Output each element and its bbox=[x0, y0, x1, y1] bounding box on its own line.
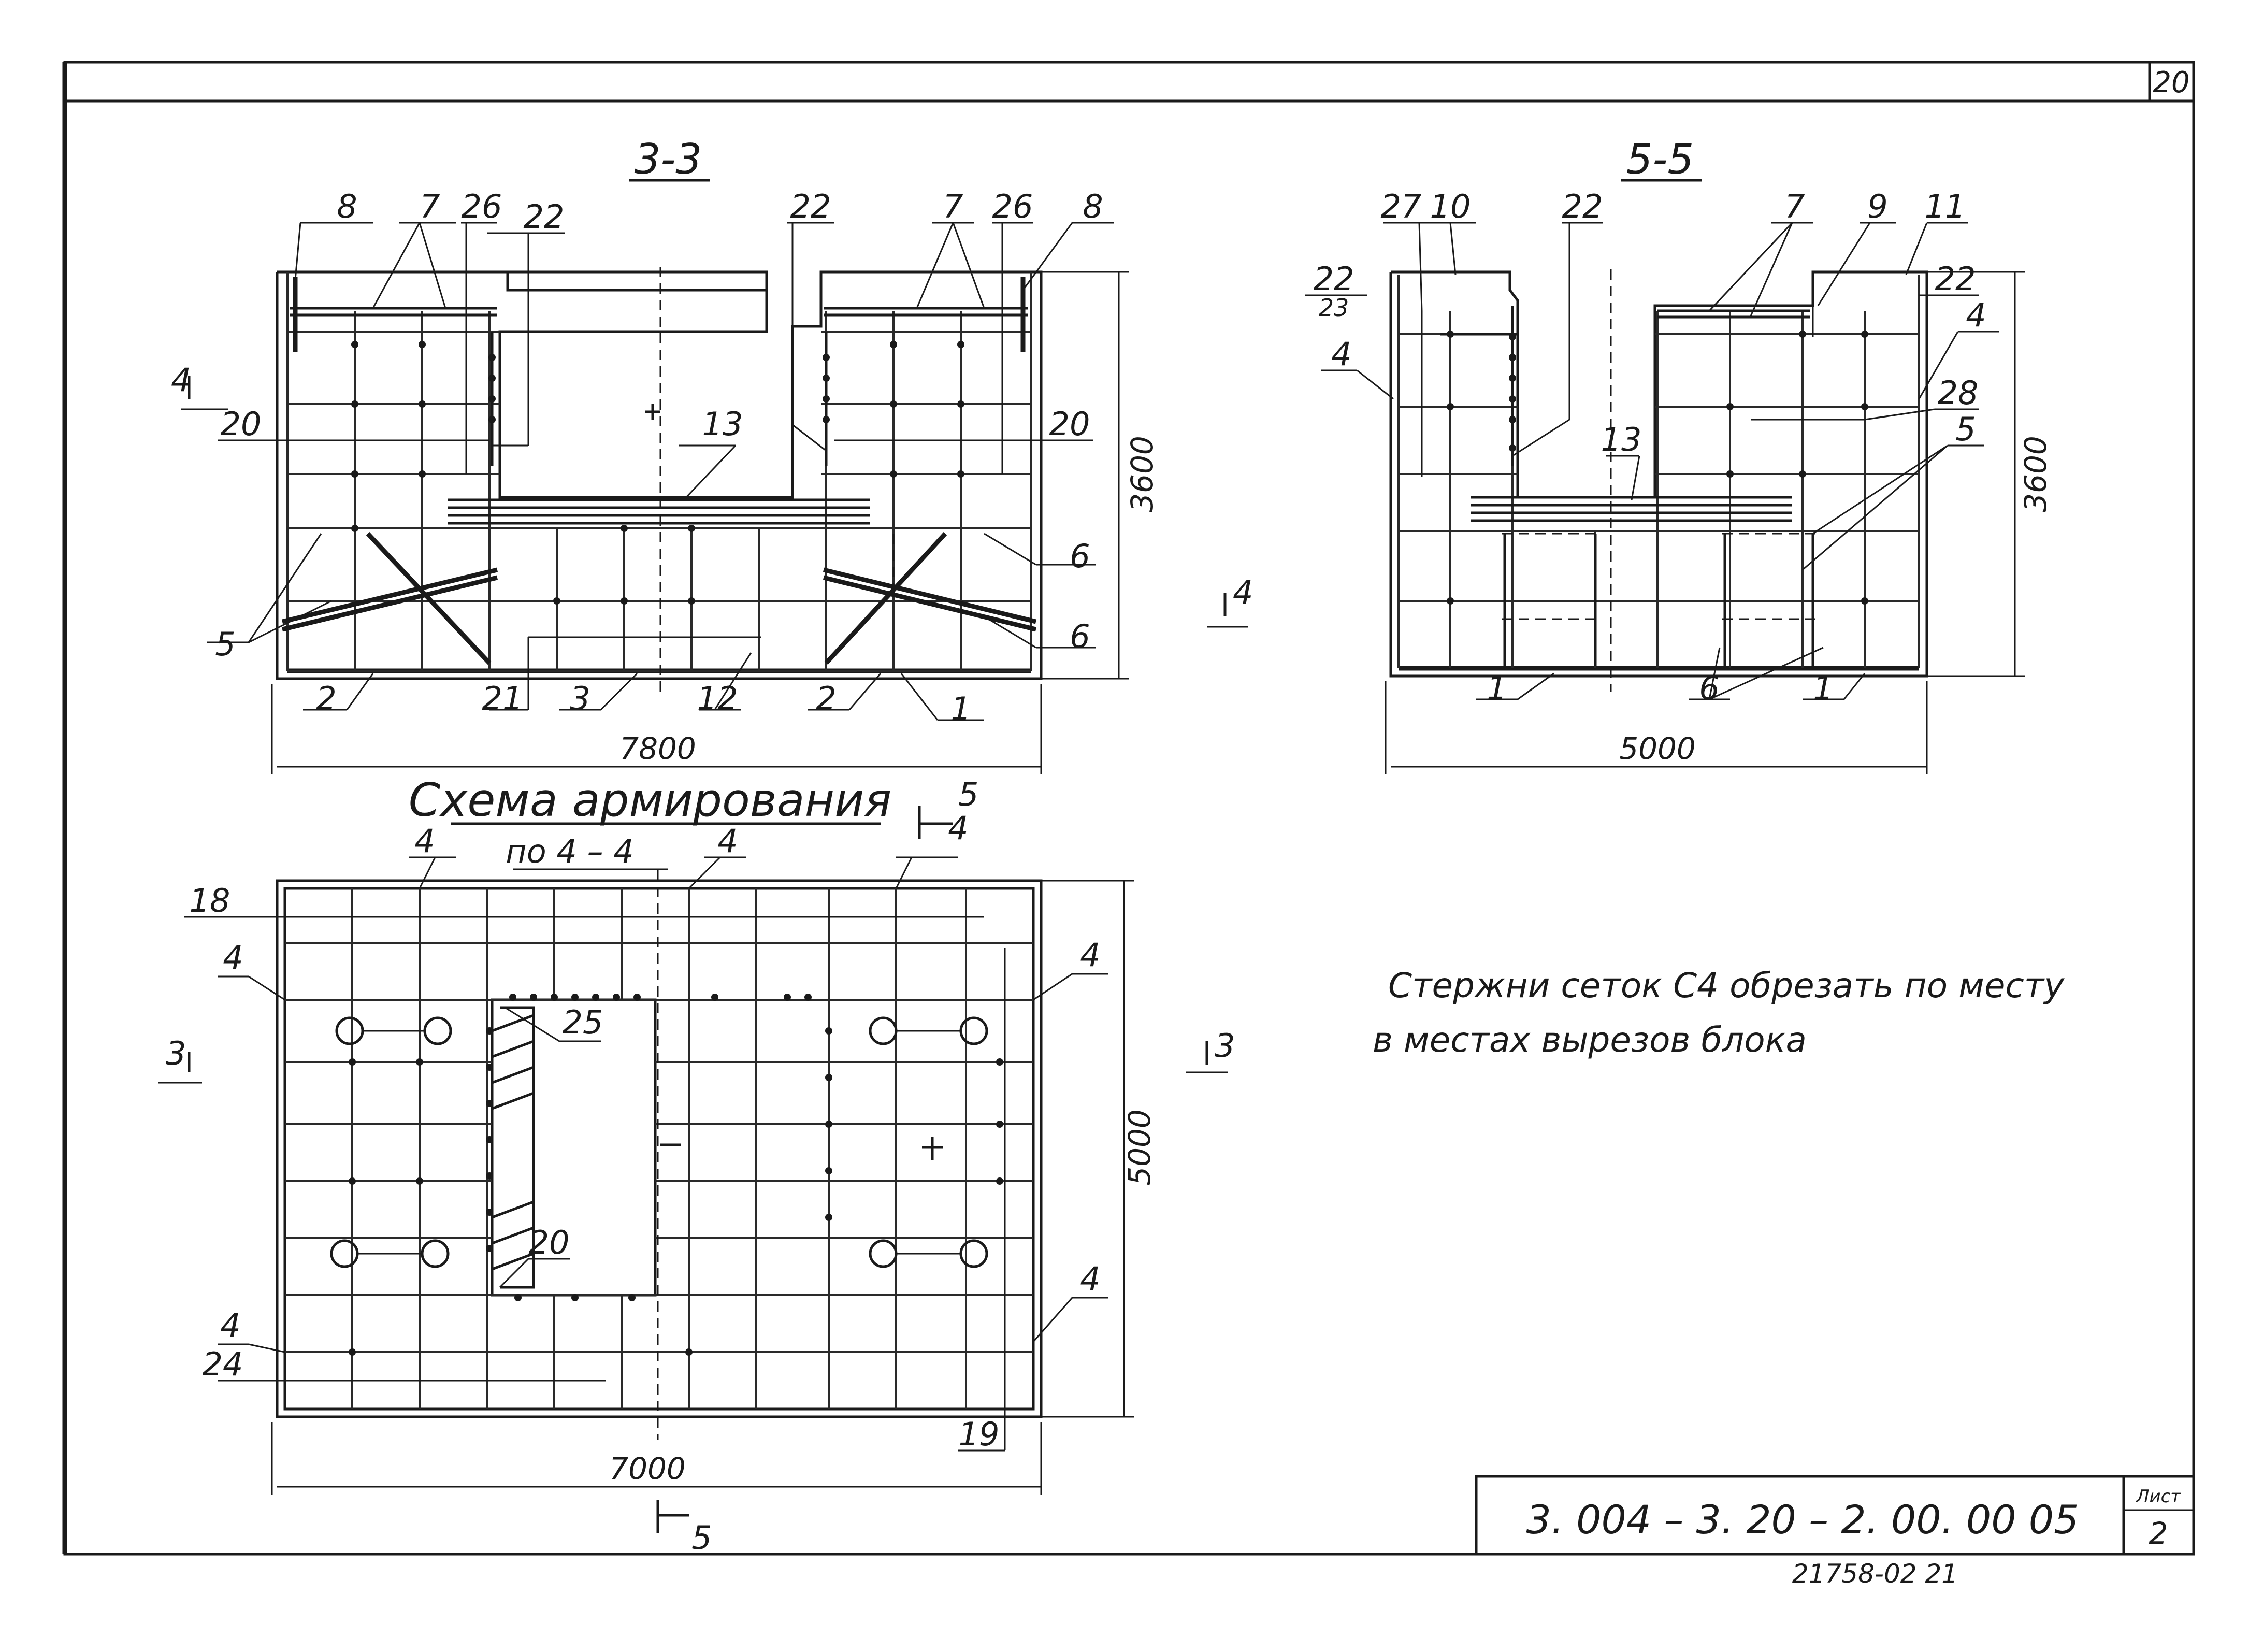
plan-height-dim: 5000 bbox=[1122, 1109, 1157, 1186]
drawing-note: Стержни сеток С4 обрезать по месту в мес… bbox=[1373, 966, 2065, 1060]
plan-label: 4 bbox=[1080, 1260, 1100, 1298]
sec33-label: 7 bbox=[420, 188, 440, 225]
sec55-label: 9 bbox=[1867, 188, 1887, 225]
sec55-label: 13 bbox=[1601, 421, 1642, 458]
drawing-code: 3. 004 – 3. 20 – 2. 00. 00 05 bbox=[1526, 1497, 2079, 1543]
section-5-5-mesh bbox=[1397, 269, 1920, 692]
plan-cut-mark-bottom: 5 bbox=[691, 1519, 712, 1557]
note-line-1: Стержни сеток С4 обрезать по месту bbox=[1388, 966, 2065, 1005]
sec55-label: 4 bbox=[1966, 296, 1986, 334]
plan-cut-mark-left: 3 bbox=[166, 1035, 186, 1072]
section-3-3-title: 3-3 bbox=[635, 135, 702, 183]
sec33-label: 26 bbox=[992, 188, 1033, 225]
section-3-3-leaders bbox=[181, 222, 1114, 721]
sec33-label: 1 bbox=[950, 690, 971, 728]
sec55-label: 22 bbox=[1935, 260, 1976, 298]
sec55-label: 11 bbox=[1925, 188, 1966, 225]
plan-holes bbox=[330, 1016, 988, 1268]
sec33-label: 21 bbox=[482, 680, 523, 717]
sec33-label: 22 bbox=[790, 188, 831, 225]
section-3-3-dimensions bbox=[271, 271, 1129, 774]
plan-dots bbox=[349, 994, 1003, 1356]
plan-cut-mark-top: 5 bbox=[958, 775, 978, 813]
section-3-3-dots bbox=[351, 341, 964, 605]
sec33-label: 8 bbox=[1083, 188, 1103, 225]
sec33-label: 2 bbox=[816, 680, 836, 717]
section-3-3-height-dim: 3600 bbox=[1125, 436, 1160, 512]
plan-label: 4 bbox=[414, 822, 435, 860]
sec55-label: 28 bbox=[1938, 374, 1979, 412]
plan-label: 4 bbox=[223, 939, 243, 976]
sec33-label: 5 bbox=[215, 625, 235, 663]
section-5-5-height-dim: 3600 bbox=[2018, 436, 2053, 512]
plan-width-dim: 7000 bbox=[609, 1451, 686, 1486]
list-number: 2 bbox=[2149, 1516, 2168, 1551]
sec55-label: 22 bbox=[1562, 188, 1603, 225]
section-3-3-mesh bbox=[281, 267, 1037, 697]
plan-label: 19 bbox=[959, 1415, 1000, 1453]
section-5-5-cut-mark: 4 bbox=[1233, 573, 1253, 611]
note-line-2: в местах вырезов блока bbox=[1373, 1020, 1807, 1060]
section-3-3-width-dim: 7800 bbox=[619, 731, 696, 766]
section-3-3-cut-mark: 4 bbox=[171, 361, 191, 399]
sec33-label: 26 bbox=[462, 188, 502, 225]
sec33-label: 8 bbox=[337, 188, 357, 225]
plan-mesh bbox=[285, 870, 1033, 1440]
plan-label: 4 bbox=[717, 822, 738, 860]
plan-leaders bbox=[158, 806, 1228, 1533]
plan-title: Схема армирования bbox=[409, 773, 891, 827]
archive-number: 21758-02 21 bbox=[1792, 1559, 1958, 1589]
plan-label: 4 bbox=[1080, 936, 1100, 974]
sec55-label: 10 bbox=[1430, 188, 1471, 225]
sec33-label: 20 bbox=[1049, 405, 1090, 443]
sec55-label: 23 bbox=[1319, 294, 1349, 322]
section-5-5-dots bbox=[1447, 331, 1868, 605]
list-label: Лист bbox=[2135, 1486, 2181, 1507]
section-5-5-leaders bbox=[1207, 222, 1999, 700]
plan-dimensions bbox=[271, 880, 1134, 1495]
sec33-label: 6 bbox=[1070, 537, 1090, 575]
sec55-label: 1 bbox=[1813, 669, 1833, 707]
sec33-label: 7 bbox=[943, 188, 963, 225]
plan-label: 18 bbox=[190, 882, 230, 920]
plan-label: 4 bbox=[948, 809, 968, 847]
sec33-label: 3 bbox=[570, 680, 590, 717]
plan-4-4: Схема армирования по 4 – 4 bbox=[158, 773, 1235, 1557]
section-5-5-width-dim: 5000 bbox=[1619, 731, 1696, 766]
sec55-label: 7 bbox=[1784, 188, 1805, 225]
sec33-label: 12 bbox=[697, 680, 738, 717]
plan-subtitle: по 4 – 4 bbox=[506, 832, 634, 870]
sec33-label: 22 bbox=[524, 198, 565, 236]
section-3-3: 3-3 bbox=[171, 135, 1160, 774]
sec55-label: 1 bbox=[1487, 669, 1507, 707]
plan-label: 20 bbox=[529, 1224, 570, 1261]
sec55-label: 5 bbox=[1955, 410, 1976, 448]
sec33-label: 2 bbox=[316, 680, 336, 717]
page-number: 20 bbox=[2153, 66, 2189, 99]
section-5-5-dimensions bbox=[1385, 271, 2025, 774]
sec55-label: 6 bbox=[1699, 669, 1719, 707]
sec33-label: 6 bbox=[1070, 617, 1090, 655]
plan-cut-mark-right: 3 bbox=[1215, 1027, 1235, 1065]
sheet-frame bbox=[62, 61, 2195, 1556]
plan-label: 24 bbox=[203, 1345, 243, 1383]
sec55-label: 22 bbox=[1314, 260, 1354, 298]
section-5-5: 5-5 bbox=[1207, 135, 2053, 774]
sec33-label: 20 bbox=[221, 405, 262, 443]
sec55-label: 27 bbox=[1381, 188, 1422, 225]
sec33-label: 13 bbox=[702, 405, 743, 443]
sec55-label: 4 bbox=[1331, 335, 1351, 373]
section-5-5-title: 5-5 bbox=[1626, 135, 1694, 183]
plan-label: 25 bbox=[563, 1003, 603, 1041]
plan-label: 4 bbox=[220, 1306, 240, 1344]
